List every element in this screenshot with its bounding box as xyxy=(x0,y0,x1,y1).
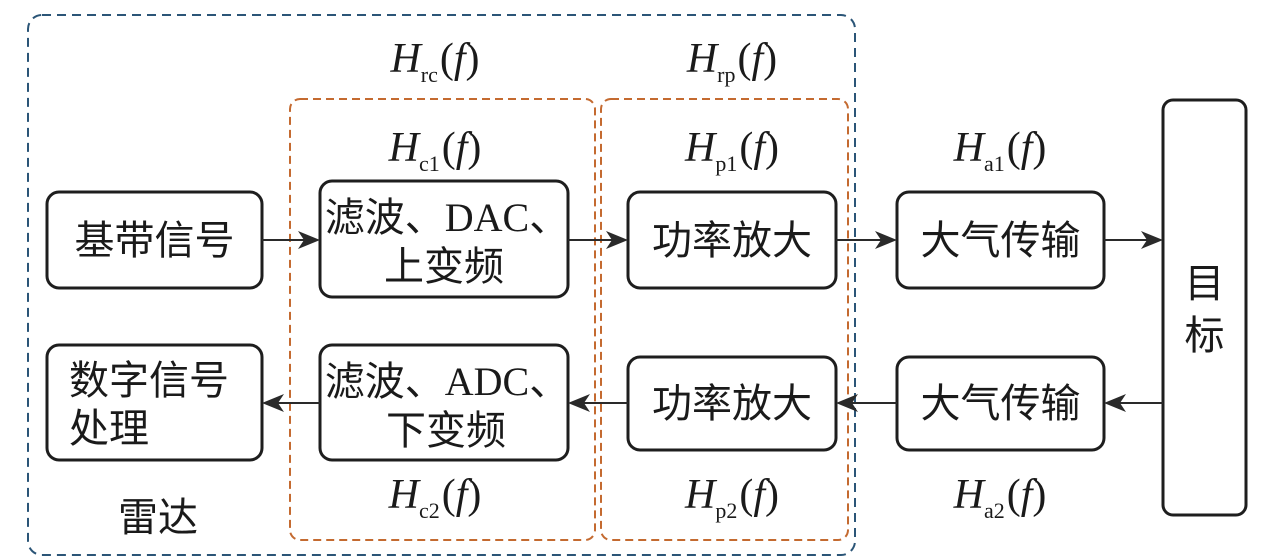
block-tx-filter-line1: 滤波、DAC、 xyxy=(325,195,569,240)
block-tx-pa: 功率放大 xyxy=(626,190,838,290)
block-tx-filter-line2: 上变频 xyxy=(384,244,504,289)
block-tx-pa-label: 功率放大 xyxy=(652,218,812,263)
block-baseband-label: 基带信号 xyxy=(75,218,235,263)
block-rx-pa-label: 功率放大 xyxy=(652,381,812,426)
block-baseband: 基带信号 xyxy=(45,190,264,290)
arrow-head xyxy=(568,394,590,412)
label-h-c2: Hc2(f) xyxy=(388,472,482,523)
label-h-a2: Ha2(f) xyxy=(953,472,1047,523)
block-rx-atm: 大气传输 xyxy=(895,355,1106,452)
block-tx-filter: 滤波、DAC、 上变频 xyxy=(318,179,570,299)
arrow-tx-atm-to-target xyxy=(1104,231,1163,249)
arrow-rx-filter-to-dsp xyxy=(262,394,320,412)
block-target-line1: 目 xyxy=(1185,261,1225,306)
block-target-line2: 标 xyxy=(1185,313,1225,358)
arrow-head xyxy=(1104,394,1126,412)
arrow-target-to-rx-atm xyxy=(1104,394,1163,412)
block-tx-atm: 大气传输 xyxy=(895,190,1106,290)
block-dsp: 数字信号 处理 xyxy=(45,343,264,462)
block-dsp-line1: 数字信号 xyxy=(69,358,229,403)
arrow-rx-atm-to-rx-pa xyxy=(836,394,897,412)
radar-boundary xyxy=(27,14,856,556)
arrow-rx-pa-to-rx-filter xyxy=(568,394,628,412)
label-h-c1: Hc1(f) xyxy=(388,125,482,176)
block-rx-filter: 滤波、ADC、 下变频 xyxy=(318,343,570,462)
label-h-p1: Hp1(f) xyxy=(684,125,779,176)
block-target: 目 标 xyxy=(1161,98,1248,517)
block-rx-atm-label: 大气传输 xyxy=(921,381,1081,426)
radar-label: 雷达 xyxy=(118,495,198,540)
arrow-head xyxy=(298,231,320,249)
block-dsp-box xyxy=(45,343,264,462)
label-h-rp: Hrp(f) xyxy=(686,36,777,87)
converter-boundary xyxy=(289,98,596,541)
arrow-head xyxy=(1141,231,1163,249)
block-rx-filter-line1: 滤波、ADC、 xyxy=(325,359,569,404)
arrow-head xyxy=(875,231,897,249)
amplifier-boundary xyxy=(600,98,849,541)
arrow-baseband-to-tx-filter xyxy=(262,231,320,249)
arrow-head xyxy=(836,394,858,412)
arrow-tx-pa-to-tx-atm xyxy=(836,231,897,249)
label-h-rc: Hrc(f) xyxy=(389,36,479,87)
label-h-p2: Hp2(f) xyxy=(684,472,779,523)
arrow-tx-filter-to-tx-pa xyxy=(568,231,628,249)
label-h-a1: Ha1(f) xyxy=(953,125,1047,176)
arrow-head xyxy=(262,394,284,412)
block-rx-filter-line2: 下变频 xyxy=(386,408,506,453)
block-dsp-line2: 处理 xyxy=(69,406,149,451)
block-target-box xyxy=(1161,98,1248,517)
block-rx-pa: 功率放大 xyxy=(626,355,838,452)
block-tx-atm-label: 大气传输 xyxy=(921,218,1081,263)
arrow-head xyxy=(606,231,628,249)
